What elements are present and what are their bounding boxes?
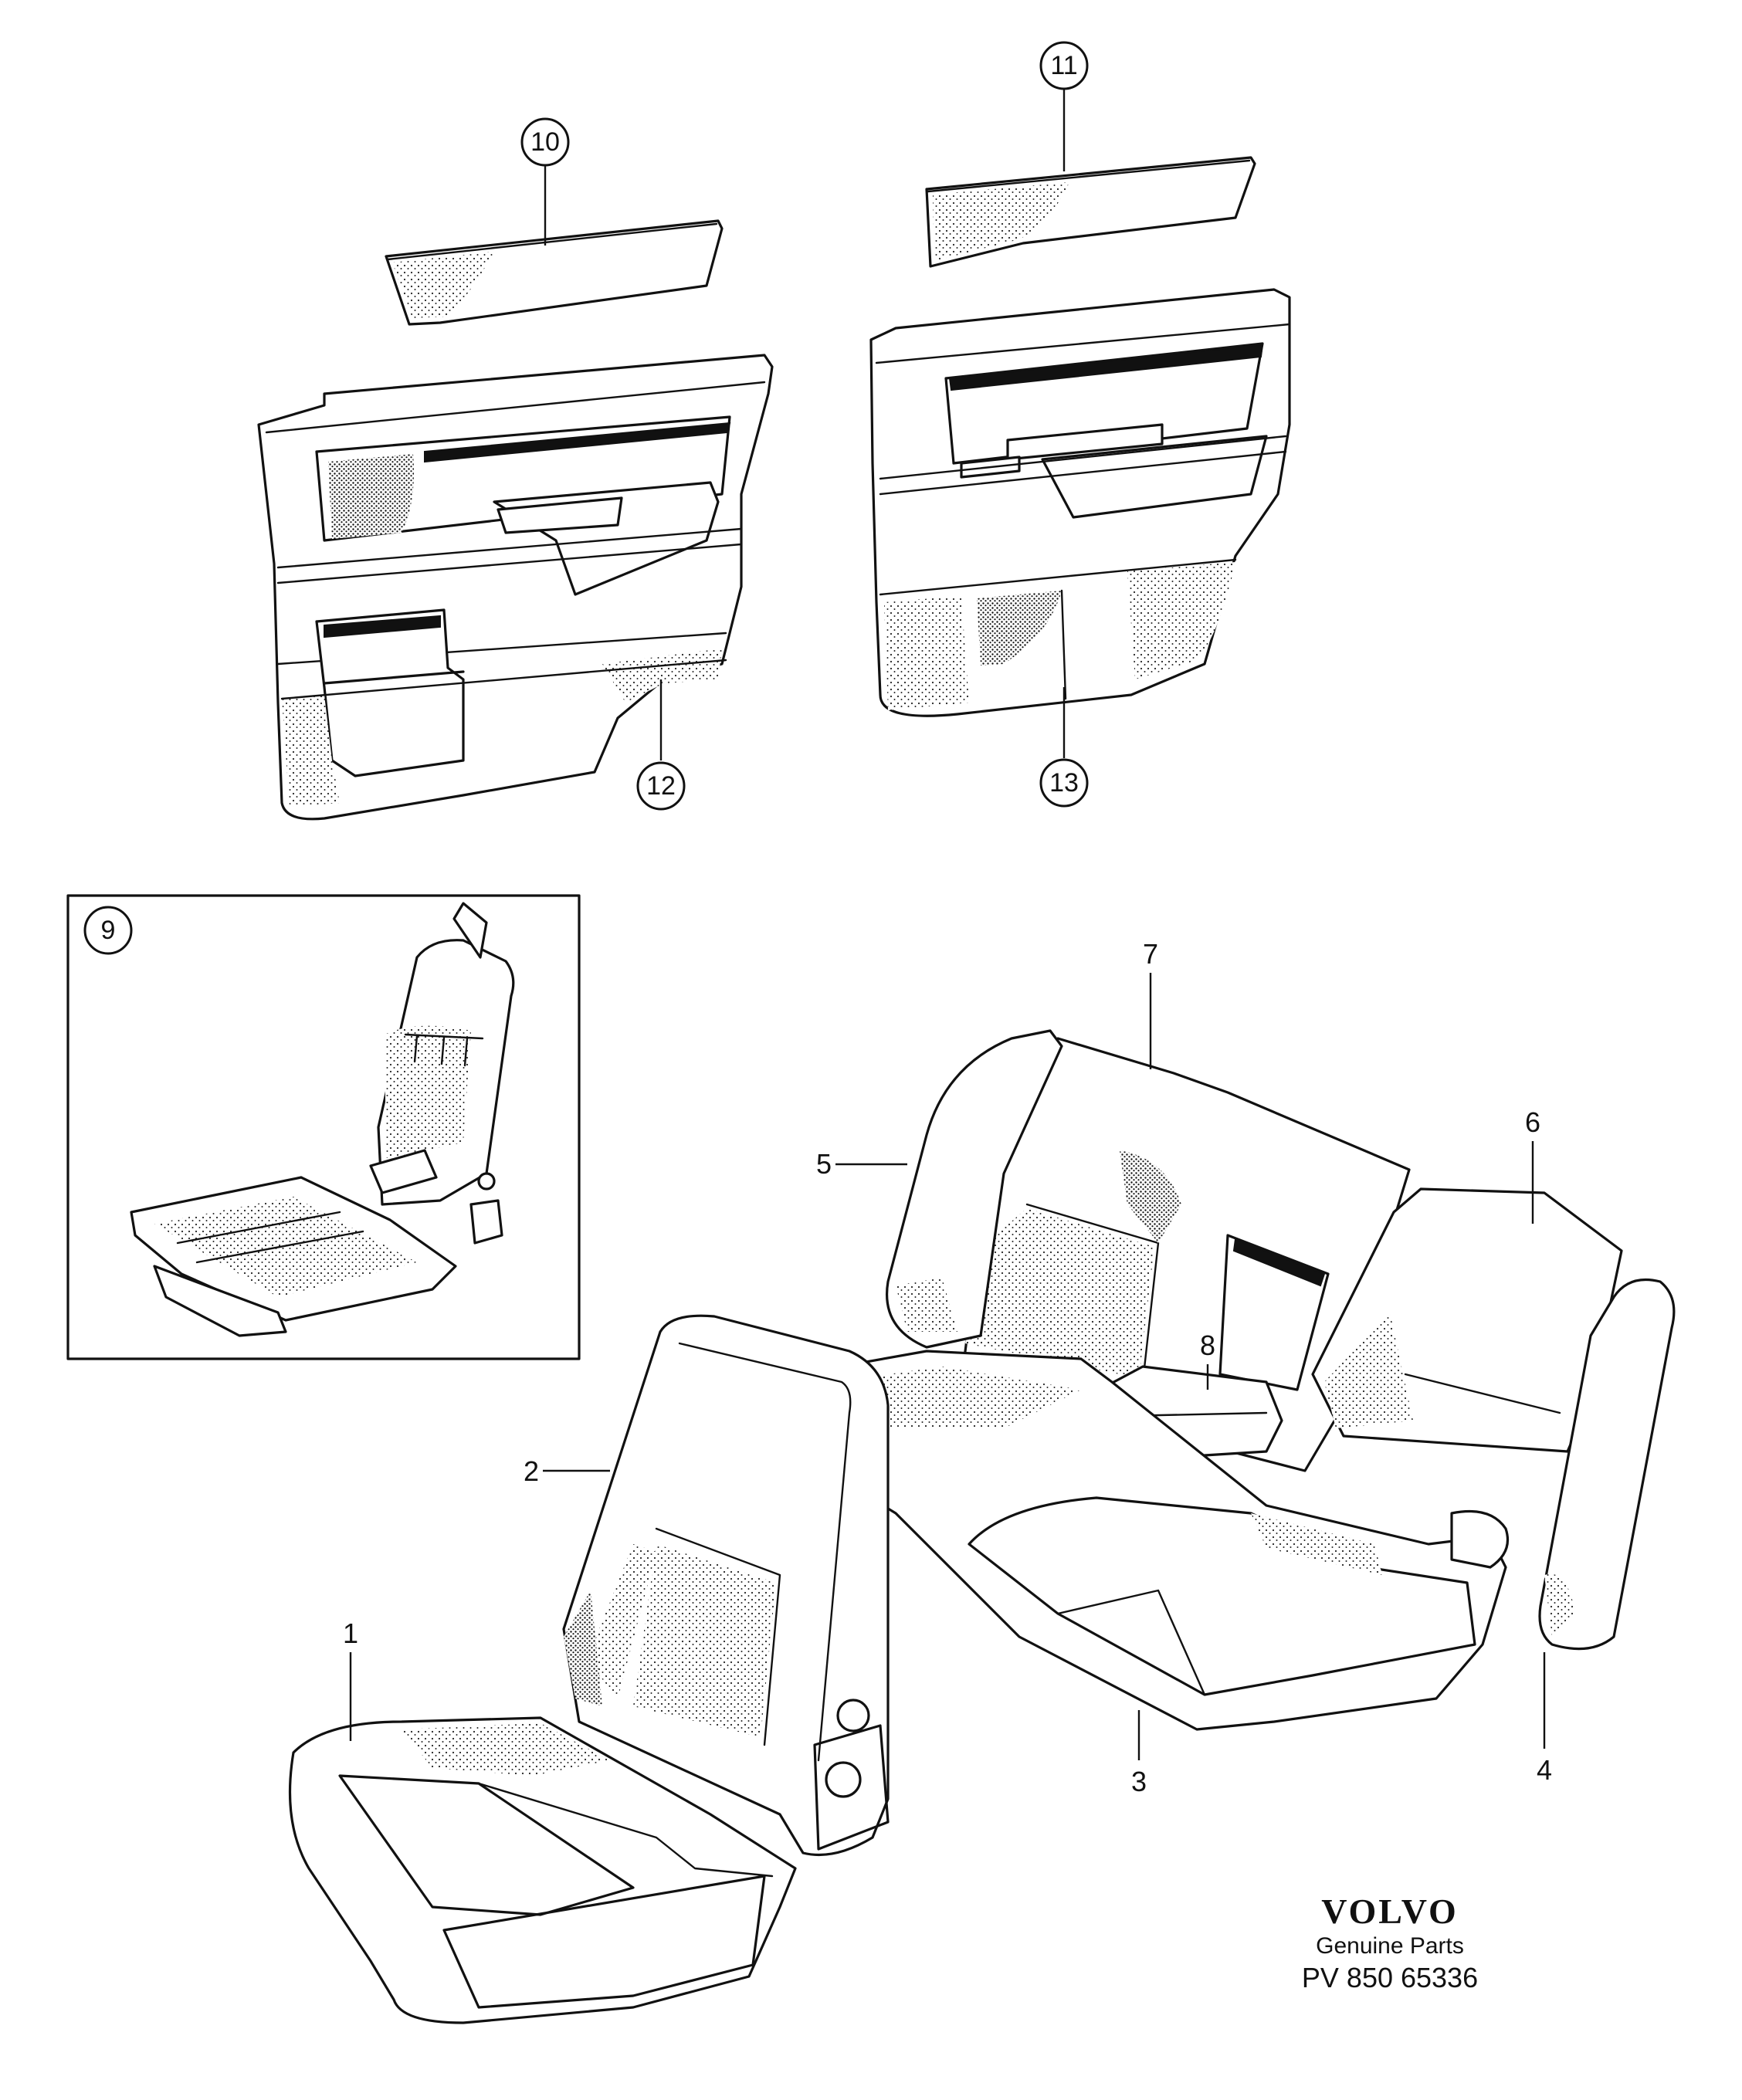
front-seat-assembly (288, 1314, 890, 2024)
brand-block: VOLVO Genuine Parts PV 850 65336 (1282, 1892, 1498, 1995)
callout-10: 10 (520, 117, 570, 167)
part-label-3: 3 (1131, 1766, 1147, 1797)
leader-lines (349, 89, 1546, 1760)
door-panel-right (869, 288, 1291, 717)
door-panel-left (257, 354, 774, 821)
callout-9-text: 9 (101, 916, 116, 945)
part-label-7: 7 (1143, 938, 1158, 970)
callout-9: 9 (83, 906, 133, 955)
door-trim-strip-right (925, 156, 1256, 268)
brand-logo: VOLVO (1321, 1892, 1459, 1931)
part-label-2: 2 (524, 1455, 539, 1487)
callout-11: 11 (1039, 41, 1089, 90)
diagram-code: PV 850 65336 (1301, 1962, 1479, 1993)
callout-11-text: 11 (1050, 51, 1077, 80)
callout-12-text: 12 (646, 771, 676, 801)
part-label-5: 5 (816, 1148, 832, 1180)
callout-13-text: 13 (1049, 768, 1079, 798)
callout-10-text: 10 (530, 127, 560, 157)
part-label-4: 4 (1537, 1754, 1552, 1786)
part-label-8: 8 (1200, 1329, 1215, 1361)
callout-13: 13 (1039, 758, 1089, 808)
callout-12: 12 (636, 761, 686, 811)
child-seat-inset (66, 894, 581, 1360)
part-label-6: 6 (1525, 1106, 1540, 1138)
door-trim-strip-left (385, 219, 724, 326)
part-label-1: 1 (343, 1617, 358, 1649)
rear-seat-assembly (817, 1029, 1676, 1731)
brand-subtitle: Genuine Parts (1316, 1933, 1464, 1959)
